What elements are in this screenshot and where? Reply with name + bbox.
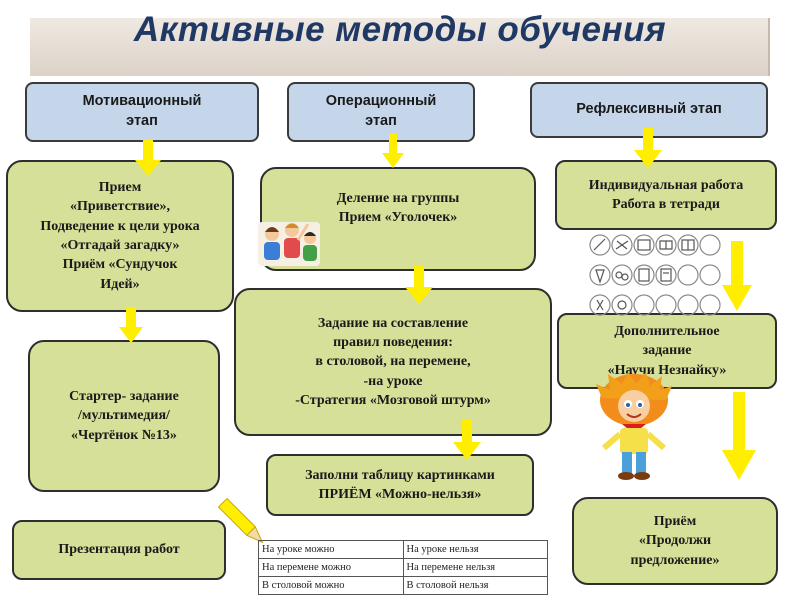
arrow-down-icon: [453, 420, 481, 460]
stage-operation: Операционный этап: [287, 82, 475, 142]
operation-box-table-task: Заполни таблицу картинками ПРИЁМ «Можно-…: [266, 454, 534, 516]
rules-table: На уроке можно На уроке нельзя На переме…: [258, 540, 548, 595]
reflection-box-continue: Приём «Продолжи предложение»: [572, 497, 778, 585]
children-illustration: [258, 216, 320, 273]
arrow-down-icon: [722, 392, 756, 480]
operation-box-rules: Задание на составление правил поведения:…: [234, 288, 552, 436]
arrow-down-icon: [119, 307, 143, 343]
arrow-down-icon: [722, 241, 752, 311]
motivation-box-greeting: Прием «Приветствие», Подведение к цели у…: [6, 160, 234, 312]
motivation-box-presentation: Презентация работ: [12, 520, 226, 580]
table-cell: На уроке можно: [258, 540, 404, 559]
motivation-box-starter: Стартер- задание /мультимедия/ «Чертёнок…: [28, 340, 220, 492]
reflection-box-extra-task: Дополнительное задание «Научи Незнайку»: [557, 313, 777, 389]
pencil-icon: [218, 496, 270, 552]
arrow-down-icon: [405, 266, 433, 304]
arrow-down-icon: [135, 140, 161, 176]
table-row: В столовой можно В столовой нельзя: [258, 576, 548, 595]
table-cell: На перемене можно: [258, 558, 404, 577]
neznaika-character: [596, 372, 672, 487]
arrow-down-icon: [634, 128, 662, 168]
table-row: На перемене можно На перемене нельзя: [258, 558, 548, 577]
table-row: На уроке можно На уроке нельзя: [258, 540, 548, 559]
table-cell: На уроке нельзя: [402, 540, 548, 559]
stage-motivation: Мотивационный этап: [25, 82, 259, 142]
reflection-box-individual: Индивидуальная работа Работа в тетради: [555, 160, 777, 230]
table-cell: В столовой нельзя: [402, 576, 548, 595]
arrow-down-icon: [382, 134, 404, 168]
page-title: Активные методы обучения: [133, 10, 667, 49]
pictogram-grid: [588, 233, 724, 324]
title-banner: [30, 18, 770, 76]
table-cell: В столовой можно: [258, 576, 404, 595]
table-cell: На перемене нельзя: [402, 558, 548, 577]
